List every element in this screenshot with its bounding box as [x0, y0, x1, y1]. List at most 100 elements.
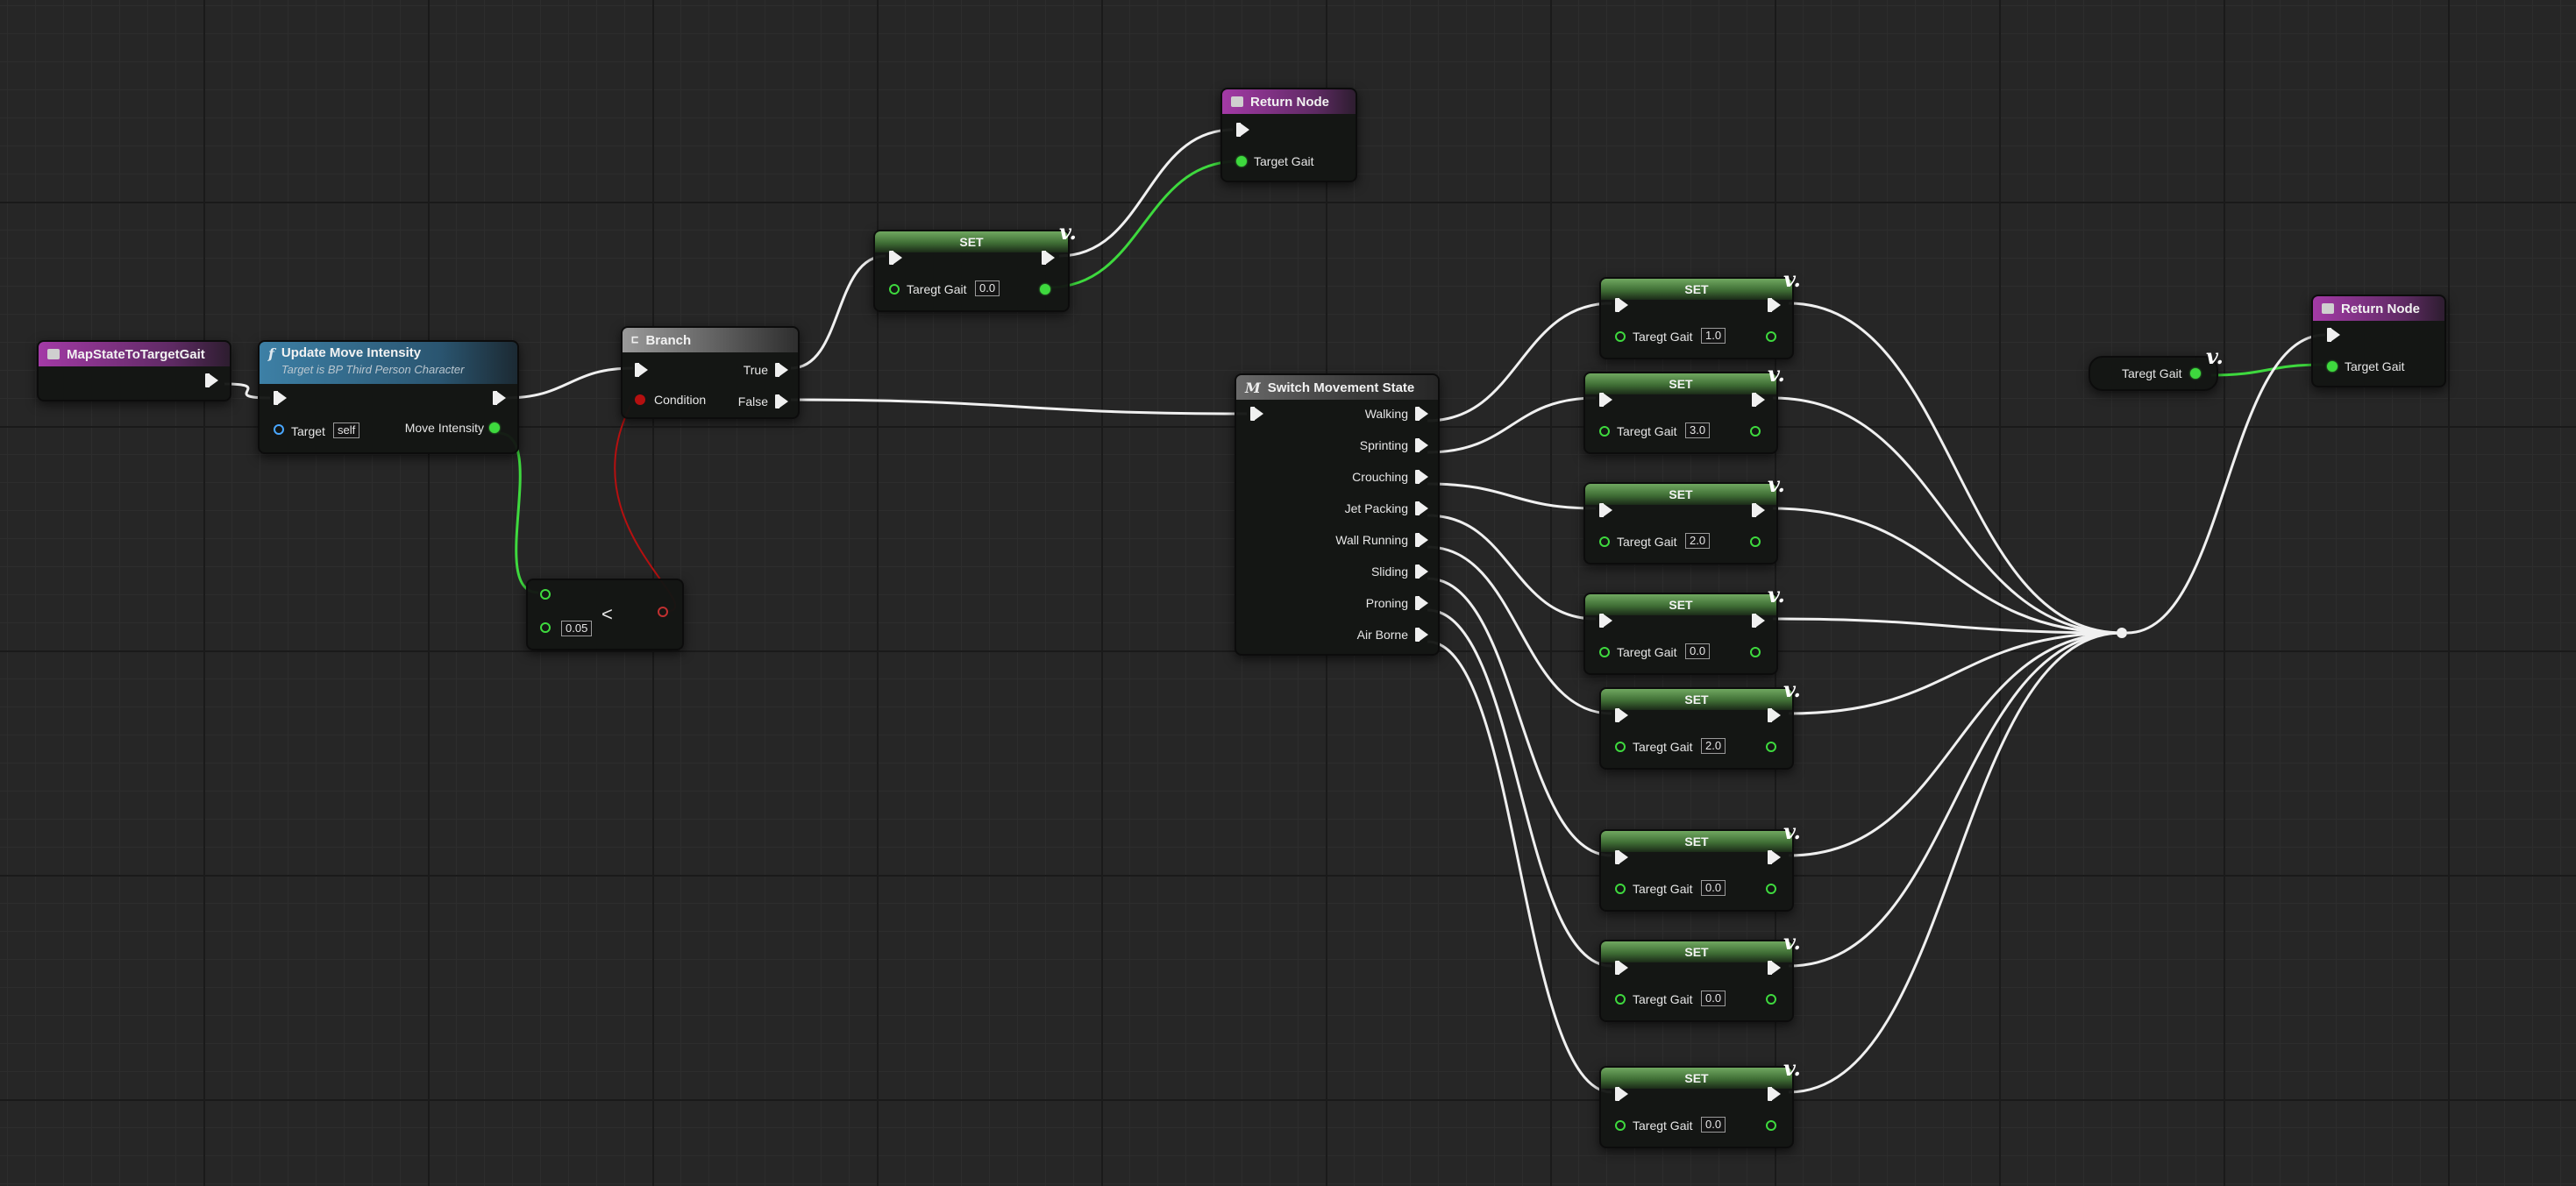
- target-gait-input-pin[interactable]: [1615, 1120, 1626, 1131]
- reroute-knot[interactable]: [2117, 628, 2127, 638]
- target-gait-label: Taregt Gait: [1633, 882, 1693, 896]
- exec-in-pin[interactable]: [1599, 614, 1612, 628]
- target-gait-output-pin[interactable]: [1750, 536, 1761, 547]
- condition-pin[interactable]: [635, 394, 645, 405]
- target-value-field[interactable]: self: [333, 423, 360, 438]
- case-pin-sliding[interactable]: [1415, 565, 1428, 579]
- case-wire: [1427, 514, 1597, 621]
- compare-input-b-pin[interactable]: [540, 622, 551, 633]
- target-gait-value-field[interactable]: 1.0: [1701, 328, 1726, 344]
- target-gait-input-pin[interactable]: [1615, 742, 1626, 752]
- case-pin-proning[interactable]: [1415, 596, 1428, 610]
- target-gait-output-pin[interactable]: [1766, 1120, 1776, 1131]
- set-title: SET: [1669, 487, 1693, 501]
- case-pin-wall-running[interactable]: [1415, 533, 1428, 547]
- compare-value-field[interactable]: 0.05: [561, 621, 593, 636]
- exec-out-pin[interactable]: [1768, 961, 1781, 975]
- target-gait-value-field[interactable]: 0.0: [1701, 1117, 1726, 1133]
- exec-out-pin[interactable]: [1768, 708, 1781, 722]
- set-target-gait-node[interactable]: SET v. Taregt Gait 3.0: [1583, 361, 1785, 454]
- exec-in-pin[interactable]: [274, 391, 287, 405]
- less-than-node[interactable]: 0.05 <: [526, 579, 684, 650]
- set-target-gait-node[interactable]: SET v. Taregt Gait 2.0: [1583, 472, 1785, 565]
- compare-result-pin[interactable]: [658, 607, 668, 617]
- merge-wire: [1772, 617, 2123, 635]
- set-target-gait-node[interactable]: SET v. Taregt Gait 0.0: [1583, 582, 1785, 675]
- exec-out-pin[interactable]: [1768, 850, 1781, 864]
- target-gait-value-field[interactable]: 0.0: [1701, 991, 1726, 1006]
- case-pin-air-borne[interactable]: [1415, 628, 1428, 642]
- exec-in-pin[interactable]: [1236, 123, 1249, 137]
- function-entry-node[interactable]: MapStateToTargetGait: [37, 340, 231, 401]
- set-target-gait-node[interactable]: SET v. Taregt Gait 0.0: [1599, 929, 1801, 1022]
- exec-in-pin[interactable]: [1615, 850, 1628, 864]
- get-target-gait-output-pin[interactable]: [2190, 368, 2201, 379]
- branch-node[interactable]: ⊏Branch True Condition False: [621, 326, 800, 419]
- target-gait-output-pin[interactable]: [1766, 331, 1776, 342]
- exec-out-pin[interactable]: [493, 391, 506, 405]
- target-gait-value-field[interactable]: 2.0: [1701, 738, 1726, 754]
- exec-in-pin[interactable]: [2327, 328, 2340, 342]
- exec-in-pin[interactable]: [1599, 393, 1612, 407]
- move-intensity-pin[interactable]: [489, 423, 500, 433]
- target-gait-value-field[interactable]: 3.0: [1685, 423, 1711, 438]
- exec-in-pin[interactable]: [1599, 503, 1612, 517]
- target-gait-pin[interactable]: [1236, 156, 1247, 167]
- set-target-gait-node[interactable]: SET v. Taregt Gait 0.0: [1599, 1055, 1801, 1148]
- false-exec-pin[interactable]: [775, 394, 788, 408]
- target-gait-value-field[interactable]: 0.0: [1685, 643, 1711, 659]
- set-target-gait-node[interactable]: SET v. Taregt Gait 1.0: [1599, 266, 1801, 359]
- target-gait-input-pin[interactable]: [1615, 884, 1626, 894]
- target-gait-input-pin[interactable]: [1599, 536, 1610, 547]
- case-pin-sprinting[interactable]: [1415, 438, 1428, 452]
- target-gait-input-pin[interactable]: [1615, 331, 1626, 342]
- target-gait-value-field[interactable]: 2.0: [1685, 533, 1711, 549]
- case-pin-walking[interactable]: [1415, 407, 1428, 421]
- exec-in-pin[interactable]: [635, 363, 648, 377]
- exec-out-pin[interactable]: [205, 373, 218, 387]
- exec-out-pin[interactable]: [1042, 251, 1055, 265]
- target-gait-pin[interactable]: [2327, 361, 2338, 372]
- target-gait-value-field[interactable]: 0.0: [1701, 880, 1726, 896]
- target-gait-output-pin[interactable]: [1750, 647, 1761, 657]
- update-move-intensity-subtitle: Target is BP Third Person Character: [281, 363, 465, 376]
- case-label-sprinting: Sprinting: [1359, 438, 1408, 452]
- target-gait-input-pin[interactable]: [1599, 647, 1610, 657]
- exec-in-pin[interactable]: [1615, 1087, 1628, 1101]
- exec-in-pin[interactable]: [1250, 407, 1263, 421]
- get-target-gait-node[interactable]: Taregt Gait v.: [2089, 344, 2224, 391]
- return-node-top[interactable]: Return Node Target Gait: [1220, 88, 1357, 182]
- exec-in-pin[interactable]: [1615, 298, 1628, 312]
- exec-in-pin[interactable]: [1615, 708, 1628, 722]
- target-gait-output-pin[interactable]: [1766, 742, 1776, 752]
- exec-out-pin[interactable]: [1752, 503, 1765, 517]
- target-gait-output-pin[interactable]: [1766, 884, 1776, 894]
- target-gait-input-pin[interactable]: [1599, 426, 1610, 437]
- return-header: Return Node: [2313, 296, 2444, 321]
- target-gait-output-pin[interactable]: [1750, 426, 1761, 437]
- exec-in-pin[interactable]: [889, 251, 902, 265]
- exec-out-pin[interactable]: [1752, 614, 1765, 628]
- target-gait-value-field[interactable]: 0.0: [975, 281, 1000, 296]
- compare-input-a-pin[interactable]: [540, 589, 551, 600]
- return-node-right[interactable]: Return Node Target Gait: [2311, 295, 2446, 387]
- target-gait-input-pin[interactable]: [1615, 994, 1626, 1005]
- target-gait-output-pin[interactable]: [1766, 994, 1776, 1005]
- target-gait-output-pin[interactable]: [1040, 284, 1050, 295]
- set-title: SET: [1669, 598, 1693, 612]
- exec-out-pin[interactable]: [1752, 393, 1765, 407]
- set-target-gait-node[interactable]: SET v. Taregt Gait 2.0: [1599, 677, 1801, 770]
- exec-wire: [504, 366, 634, 400]
- case-pin-jet-packing[interactable]: [1415, 501, 1428, 515]
- target-pin[interactable]: [274, 424, 284, 435]
- set-target-gait-node-top[interactable]: SET v. Taregt Gait 0.0: [873, 219, 1077, 312]
- exec-out-pin[interactable]: [1768, 298, 1781, 312]
- target-gait-input-pin[interactable]: [889, 284, 900, 295]
- true-exec-pin[interactable]: [775, 363, 788, 377]
- exec-out-pin[interactable]: [1768, 1087, 1781, 1101]
- set-target-gait-node[interactable]: SET v. Taregt Gait 0.0: [1599, 819, 1801, 912]
- case-pin-crouching[interactable]: [1415, 470, 1428, 484]
- exec-in-pin[interactable]: [1615, 961, 1628, 975]
